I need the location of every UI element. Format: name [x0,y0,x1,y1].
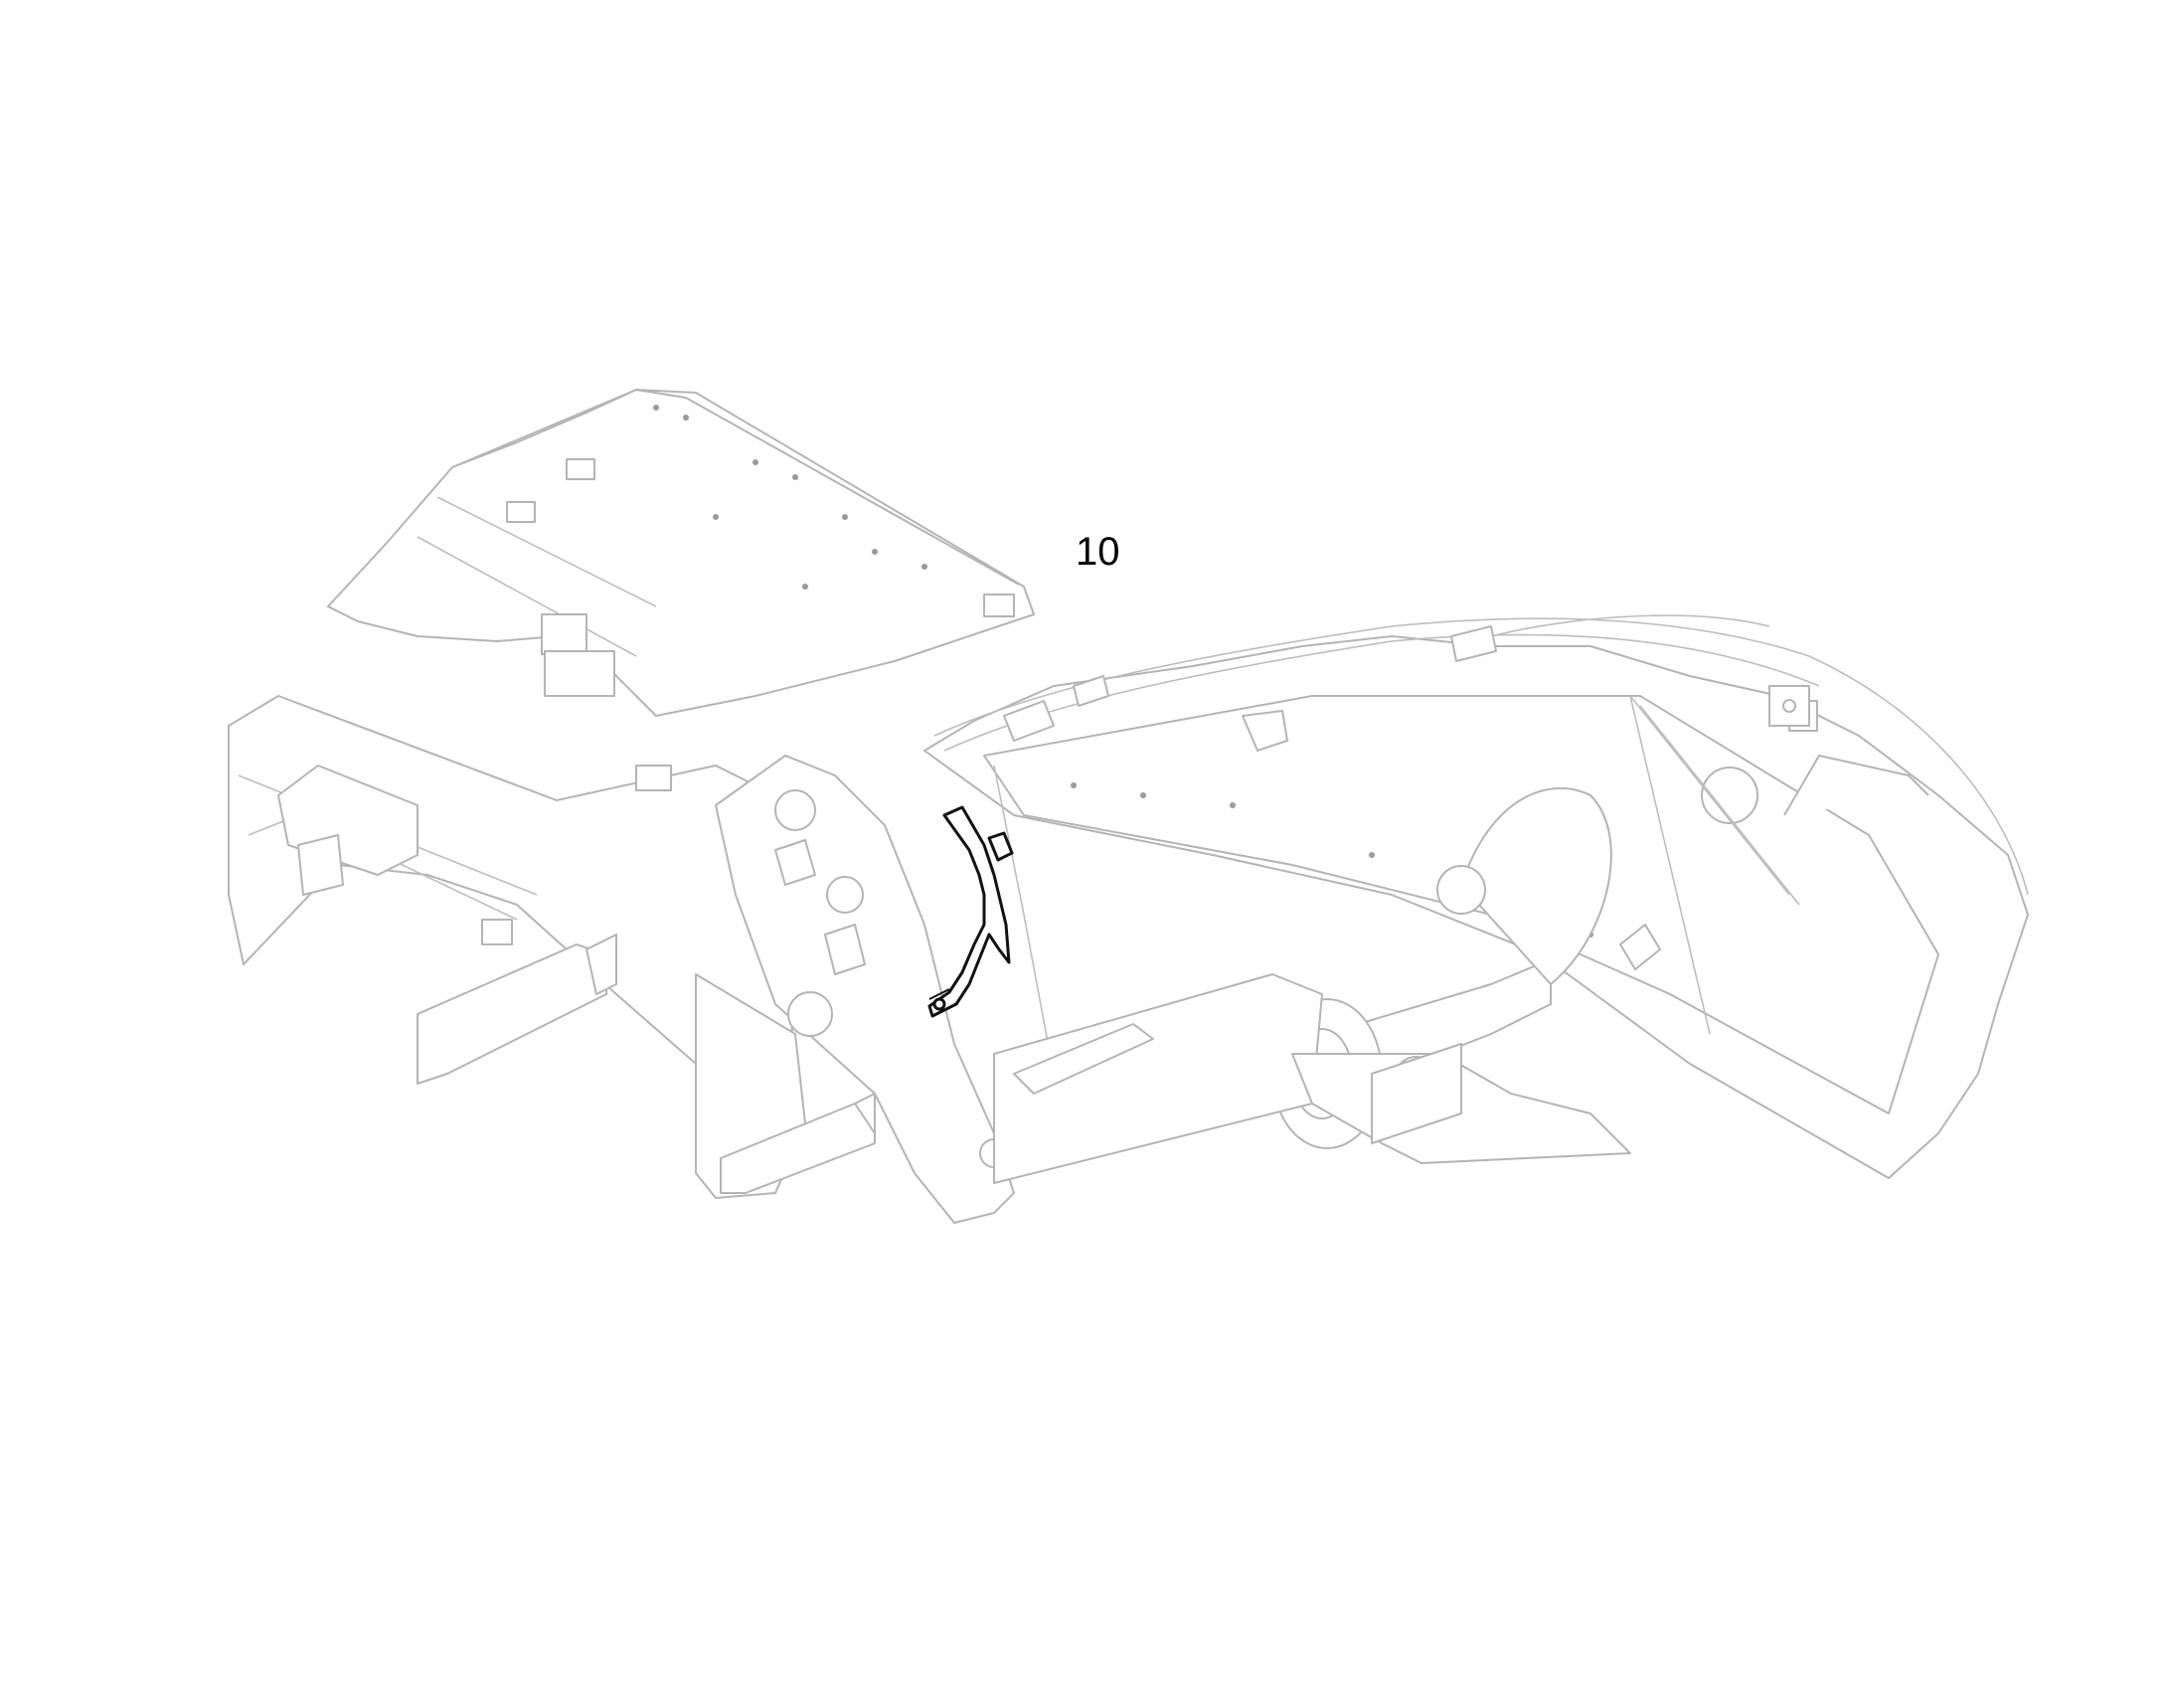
highlighted-part[interactable] [927,805,1014,1018]
callout-label: 10 [1076,530,1120,574]
curved-bracket-icon[interactable] [927,805,1011,1018]
lower-chassis [228,695,806,1199]
cross-beams [417,919,876,1194]
rear-frame [327,389,1035,717]
hydraulic-hoses [933,614,2029,906]
boom-base-structure [993,973,1631,1184]
